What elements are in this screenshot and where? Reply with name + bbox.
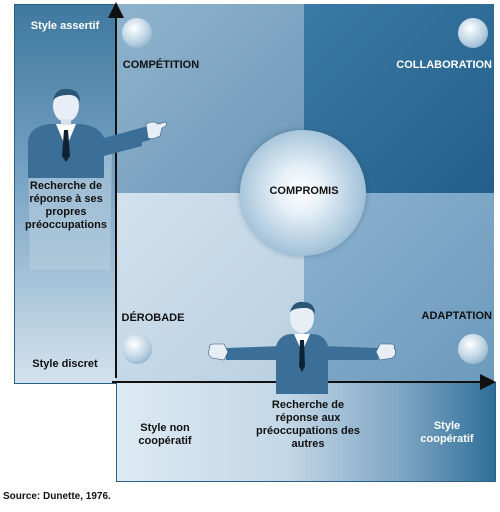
label-collaboration: COLLABORATION [396,59,492,71]
label-compromise: COMPROMIS [269,185,339,197]
label-style-assertif: Style assertif [30,20,100,32]
label-accommodation: ADAPTATION [421,310,492,322]
source-caption: Source: Dunette, 1976. [3,491,111,502]
label-style-cooperatif: Style coopératif [420,420,474,445]
label-style-non-cooperatif: Style non coopératif [138,422,192,447]
bottom-axis-band [116,382,496,482]
sphere-competition [122,18,152,48]
left-axis-title: Recherche de réponse à ses propres préoc… [25,180,107,231]
sphere-compromise [240,130,366,256]
label-competition: COMPÉTITION [122,59,200,71]
person-arms-spread-illustration [208,301,396,394]
label-avoidance: DÉROBADE [121,312,185,324]
label-style-discret: Style discret [32,358,98,370]
bottom-axis-title: Recherche de réponse aux préoccupations … [256,399,360,450]
person-pointing-illustration [28,88,167,270]
sphere-avoidance [122,334,152,364]
sphere-accommodation [458,334,488,364]
sphere-collaboration [458,18,488,48]
